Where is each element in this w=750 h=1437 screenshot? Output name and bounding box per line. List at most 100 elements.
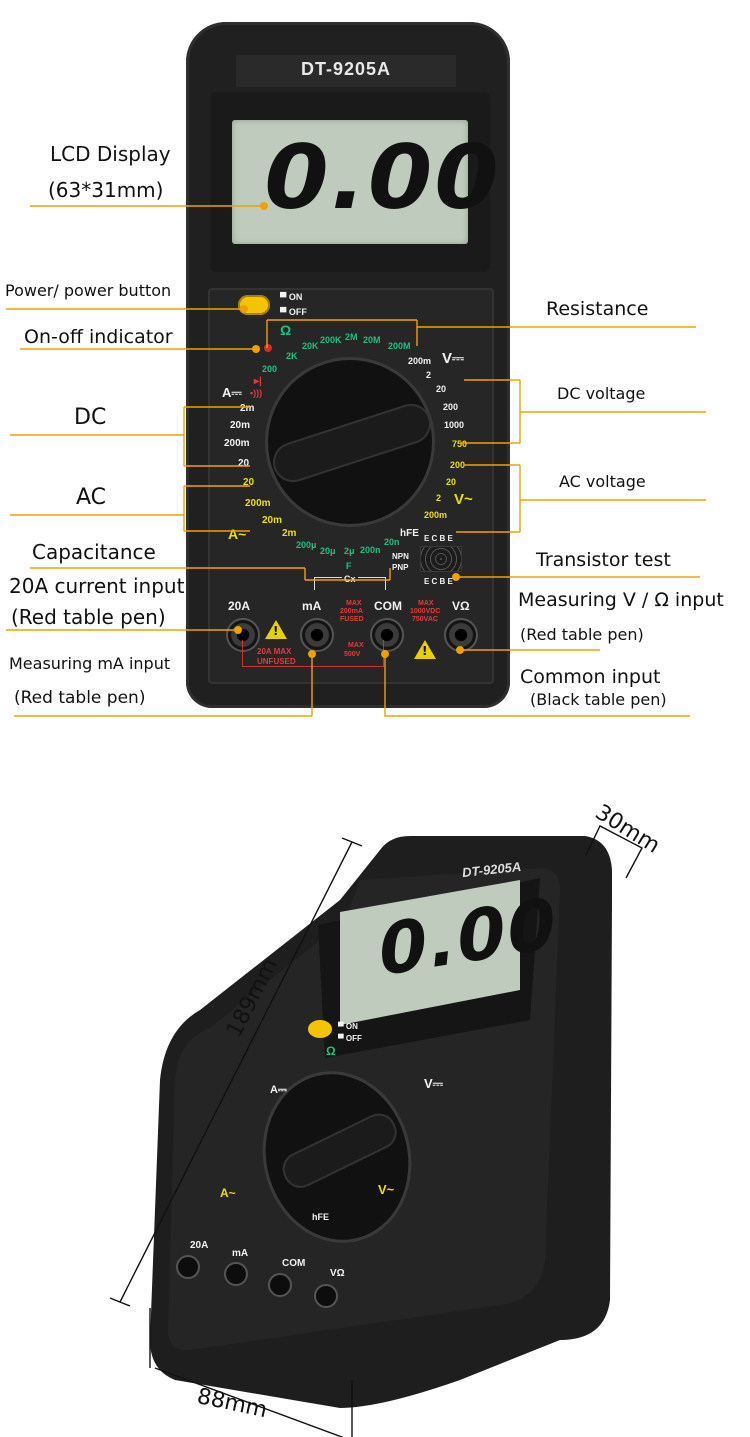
- ma-warn-2: 200mA: [340, 608, 363, 615]
- dial-aca-20: 20: [243, 477, 255, 488]
- annotation-onoff-indicator: On-off indicator: [24, 326, 173, 348]
- dial-ohm-2k: 2K: [286, 351, 298, 361]
- annotation-dc-voltage: DC voltage: [557, 384, 646, 403]
- jack-20a[interactable]: [226, 618, 260, 652]
- dial-acv-symbol: V~: [454, 491, 473, 508]
- annotation-common-line2: (Black table pen): [530, 690, 667, 709]
- dial-buzzer-symbol: •))): [250, 388, 263, 398]
- angled-dcv-symbol: V⎓: [424, 1076, 444, 1091]
- dial-aca-symbol: A~: [228, 526, 247, 542]
- dial-cap-symbol: F: [346, 561, 352, 571]
- dial-cap-200n: 200n: [360, 545, 381, 555]
- angled-hfe: hFE: [312, 1212, 329, 1222]
- jack-20a-label: 20A: [228, 599, 251, 613]
- socket-ecbe-bottom: E C B E: [424, 577, 453, 586]
- annotation-leader-lines: [6, 202, 706, 717]
- annotation-ma-line2: (Red table pen): [14, 688, 146, 708]
- jack-com-label: COM: [374, 599, 402, 613]
- a20-warn-2: UNFUSED: [257, 657, 296, 666]
- socket-pnp: PNP: [392, 563, 409, 572]
- dial-ohm-symbol: Ω: [280, 322, 292, 338]
- dial-cap-2u: 2μ: [344, 546, 355, 556]
- annotation-transistor-test: Transistor test: [536, 549, 671, 571]
- v-warn-2: 1000VDC: [410, 608, 441, 615]
- cx-label: Cx: [342, 574, 358, 584]
- annotation-vohm-line1: Measuring V / Ω input: [518, 589, 724, 611]
- dim-width-line: [149, 1308, 353, 1437]
- warning-icon-right: [414, 640, 436, 659]
- v-warn-3: 750VAC: [412, 616, 438, 623]
- annotation-lcd-size: (63*31mm): [48, 178, 164, 202]
- angled-ohm-symbol: Ω: [326, 1044, 336, 1058]
- jack-20a-angled: [176, 1255, 200, 1279]
- dial-acv-2: 2: [436, 493, 442, 503]
- dial-dcv-200: 200: [443, 402, 459, 412]
- dial-acv-200m: 200m: [424, 510, 448, 520]
- jack-ma-label: mA: [302, 599, 322, 613]
- dial-acv-750: 750: [452, 439, 468, 449]
- dial-diode-symbol: ▸|: [254, 376, 262, 387]
- dial-dcv-200m: 200m: [408, 356, 432, 366]
- dial-dcv-2: 2: [426, 370, 432, 380]
- angled-ma-label: mA: [232, 1248, 249, 1259]
- lcd-screen-angled: [340, 880, 520, 1025]
- a20-warn-1: 20A MAX: [257, 647, 292, 656]
- dial-dca-200m: 200m: [224, 438, 250, 449]
- dial-ohm-200: 200: [262, 364, 278, 374]
- com-warn-2: 500V: [344, 651, 361, 658]
- com-warn-1: MAX: [348, 642, 364, 649]
- dial-dca-2m: 2m: [240, 403, 255, 414]
- dial-dcv-20: 20: [436, 384, 447, 394]
- dim-depth-line: [585, 825, 643, 879]
- ma-warn-1: MAX: [346, 600, 362, 607]
- socket-ecbe-top: E C B E: [424, 534, 453, 543]
- annotation-20a-line2: (Red table pen): [11, 605, 166, 629]
- dial-ohm-200m: 200M: [388, 341, 411, 351]
- annotation-power-button: Power/ power button: [5, 281, 172, 300]
- jack-ma-angled: [224, 1262, 248, 1286]
- dial-cap-20n: 20n: [384, 537, 400, 547]
- annotation-ac: AC: [76, 485, 107, 510]
- angled-aca-symbol: A~: [220, 1186, 236, 1200]
- dial-acv-20: 20: [446, 477, 457, 487]
- angled-acv-symbol: V~: [378, 1182, 395, 1197]
- dial-ohm-200k: 200K: [320, 335, 342, 345]
- annotation-dc: DC: [74, 405, 107, 430]
- angled-com-label: COM: [282, 1258, 306, 1269]
- jack-vohm-label: VΩ: [452, 599, 470, 613]
- switch-off-label: ▀ OFF: [280, 307, 307, 317]
- annotation-resistance: Resistance: [546, 298, 649, 320]
- dial-pointer-angled: [282, 1113, 397, 1188]
- angled-switch-off: ▀ OFF: [338, 1034, 362, 1043]
- dial-acv-200: 200: [450, 460, 466, 470]
- dial-dcv-symbol: V⎓: [442, 350, 464, 367]
- annotation-vohm-line2: (Red table pen): [520, 625, 644, 644]
- dial-dcv-1000: 1000: [444, 420, 465, 430]
- ma-warn-3: FUSED: [340, 616, 364, 623]
- lcd-screen: [232, 120, 468, 244]
- annotation-20a-line1: 20A current input: [9, 574, 185, 598]
- angled-dca-symbol: A⎓: [270, 1084, 287, 1096]
- dial-cap-20u: 20μ: [320, 546, 336, 556]
- dial-dca-20: 20: [238, 458, 250, 469]
- dial-cap-200u: 200μ: [296, 540, 317, 550]
- annotation-ma-line1: Measuring mA input: [9, 654, 171, 673]
- jack-com-angled: [268, 1273, 292, 1297]
- transistor-socket[interactable]: [420, 546, 462, 572]
- dial-ohm-20m: 20M: [363, 335, 381, 345]
- dial-aca-20m: 20m: [262, 515, 283, 526]
- onoff-indicator-led: [264, 344, 272, 352]
- jack-vohm-angled: [314, 1284, 338, 1308]
- jack-ma[interactable]: [300, 618, 334, 652]
- angled-20a-label: 20A: [190, 1240, 209, 1251]
- dim-height-line: [109, 837, 363, 1307]
- lcd-reading: 0.00: [264, 126, 501, 229]
- dial-ohm-2m: 2M: [345, 332, 358, 342]
- annotation-lcd-display: LCD Display: [50, 142, 171, 166]
- annotation-common-line1: Common input: [520, 666, 661, 688]
- dial-ohm-20k: 20K: [302, 341, 319, 351]
- angled-vohm-label: VΩ: [330, 1268, 345, 1279]
- socket-npn: NPN: [392, 552, 409, 561]
- dial-aca-200m: 200m: [245, 498, 271, 509]
- angled-switch-on: ▀ ON: [338, 1022, 358, 1031]
